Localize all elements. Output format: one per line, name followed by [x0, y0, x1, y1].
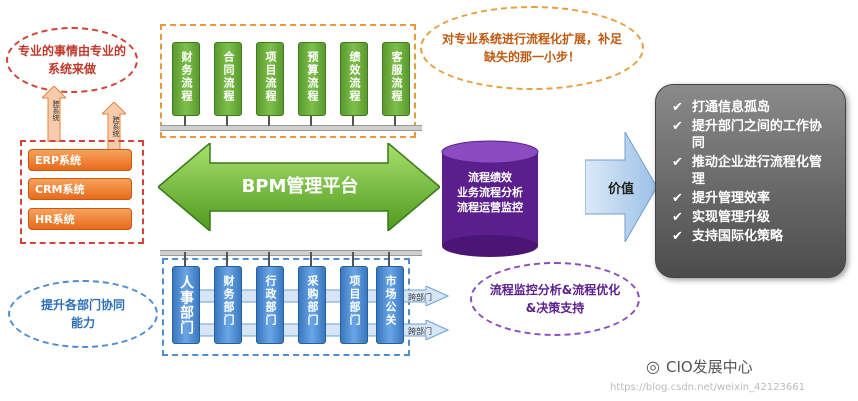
top-process-label: 预算流程	[306, 51, 319, 103]
cloud-top-left: 专业的事情由专业的系统来做	[6, 27, 138, 93]
benefit-text: 实现管理升级	[692, 210, 771, 225]
cross-dept-label-1: 跨部门	[408, 293, 432, 302]
department-1: 人事部门	[172, 266, 200, 344]
wechat-icon: ◎	[646, 357, 660, 376]
systems-group	[20, 140, 144, 244]
cloud-top-right-text: 对专业系统进行流程化扩展，补足缺失的那一小步！	[442, 32, 623, 64]
cloud-bottom-right: 流程监控分析&流程优化&决策支持	[470, 262, 640, 336]
cloud-top-left-text: 专业的事情由专业的系统来做	[18, 44, 127, 76]
top-process-connector	[394, 112, 396, 126]
watermark-url: https://blog.csdn.net/weixin_42123661	[610, 382, 806, 393]
check-icon: ✔	[672, 210, 683, 225]
benefit-text: 提升管理效率	[692, 191, 771, 206]
benefit-item: ✔ 推动企业进行流程化管理	[672, 154, 833, 188]
top-process-2: 合同流程	[214, 42, 242, 116]
system-crm: CRM系统	[28, 178, 132, 200]
department-label: 采购部门	[306, 275, 319, 327]
check-icon: ✔	[672, 191, 683, 206]
department-label: 市场公关	[384, 275, 397, 327]
monitoring-cylinder	[441, 140, 539, 257]
department-label: 项目部门	[348, 275, 361, 327]
department-2: 财务部门	[214, 266, 242, 344]
top-process-label: 财务流程	[180, 51, 193, 103]
cross-system-label-1: 跨系统	[52, 100, 60, 121]
benefit-text: 打通信息孤岛	[692, 100, 771, 115]
watermark-text: CIO发展中心	[665, 358, 753, 376]
dept-connector	[184, 252, 186, 266]
cloud-bottom-left: 提升各部门协同能力	[8, 280, 158, 348]
top-process-6: 客服流程	[382, 42, 410, 116]
top-process-1: 财务流程	[172, 42, 200, 116]
cylinder-line-3: 流程运营监控	[457, 201, 523, 214]
department-label: 财务部门	[222, 275, 235, 327]
department-3: 行政部门	[256, 266, 284, 344]
system-hr-label: HR系统	[35, 213, 75, 226]
cross-dept-label-2: 跨部门	[408, 327, 432, 336]
top-process-5: 绩效流程	[340, 42, 368, 116]
check-icon: ✔	[672, 155, 683, 170]
cloud-top-right: 对专业系统进行流程化扩展，补足缺失的那一小步！	[420, 6, 644, 90]
top-process-connector	[268, 112, 270, 126]
benefit-item: ✔ 实现管理升级	[672, 209, 833, 226]
system-erp-label: ERP系统	[35, 154, 82, 167]
check-icon: ✔	[672, 229, 683, 244]
benefits-panel: ✔ 打通信息孤岛 ✔ 提升部门之间的工作协同 ✔ 推动企业进行流程化管理 ✔ 提升管理效率 ✔ 实…	[655, 84, 846, 278]
top-process-label: 绩效流程	[348, 51, 361, 103]
top-process-connector	[184, 112, 186, 126]
system-crm-label: CRM系统	[35, 183, 85, 196]
cylinder-line-2: 业务流程分析	[457, 186, 523, 199]
department-4: 采购部门	[298, 266, 326, 344]
dept-bus	[160, 250, 422, 256]
check-icon: ✔	[672, 100, 683, 115]
cross-system-label-2: 跨系统	[112, 116, 120, 137]
top-process-connector	[352, 112, 354, 126]
top-process-label: 客服流程	[390, 51, 403, 103]
department-5: 项目部门	[340, 266, 368, 344]
top-process-group	[160, 24, 416, 138]
check-icon: ✔	[672, 119, 683, 134]
dept-connector	[268, 252, 270, 266]
cloud-bottom-right-text: 流程监控分析&流程优化&决策支持	[489, 283, 621, 315]
department-group	[162, 258, 410, 356]
system-erp: ERP系统	[28, 149, 132, 171]
top-process-connector	[226, 112, 228, 126]
benefit-item: ✔ 提升部门之间的工作协同	[672, 118, 833, 152]
top-process-bus	[160, 125, 422, 131]
dept-connector	[226, 252, 228, 266]
dept-connector	[352, 252, 354, 266]
benefit-text: 提升部门之间的工作协同	[691, 119, 822, 151]
department-label: 人事部门	[178, 275, 194, 335]
top-process-3: 项目流程	[256, 42, 284, 116]
value-arrow	[585, 132, 657, 242]
benefit-item: ✔ 支持国际化策略	[672, 228, 833, 245]
top-process-label: 项目流程	[264, 51, 277, 103]
cylinder-text: 流程绩效 业务流程分析 流程运营监控	[444, 170, 536, 215]
dept-connector	[310, 252, 312, 266]
top-process-connector	[310, 112, 312, 126]
cloud-bottom-left-text: 提升各部门协同能力	[40, 298, 125, 330]
top-process-4: 预算流程	[298, 42, 326, 116]
bpm-label: BPM管理平台	[241, 176, 359, 197]
system-hr: HR系统	[28, 208, 132, 230]
benefit-text: 支持国际化策略	[692, 229, 784, 244]
bpm-platform-arrow	[158, 143, 440, 231]
dept-connector	[388, 252, 390, 266]
department-6: 市场公关	[376, 266, 404, 344]
cross-system-arrow-1: 跨系统	[40, 85, 68, 143]
cylinder-line-1: 流程绩效	[468, 171, 512, 184]
benefit-text: 推动企业进行流程化管理	[691, 155, 822, 187]
top-process-label: 合同流程	[222, 51, 235, 103]
department-label: 行政部门	[264, 275, 277, 327]
benefit-item: ✔ 提升管理效率	[672, 190, 833, 207]
value-label: 价值	[607, 182, 634, 197]
watermark-logo: ◎ CIO发展中心	[646, 356, 753, 377]
benefit-item: ✔ 打通信息孤岛	[672, 99, 833, 116]
